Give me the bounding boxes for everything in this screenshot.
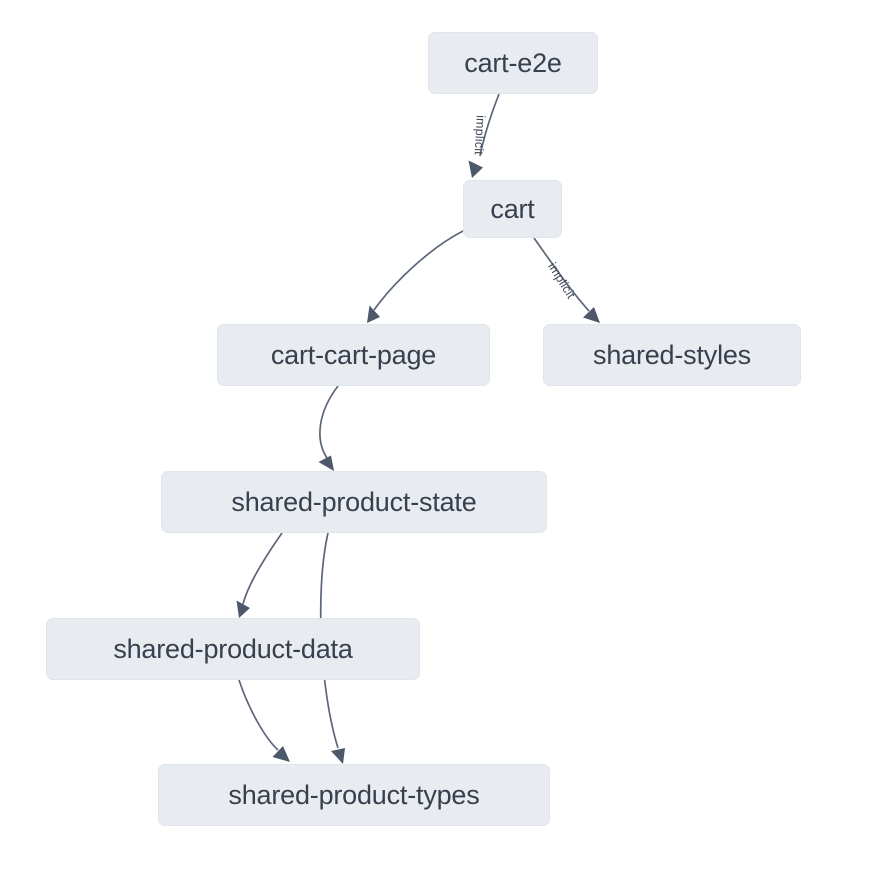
edge-path [533,237,590,312]
edge-path [238,679,279,751]
node-shared-product-types[interactable]: shared-product-types [158,764,550,826]
edge-shared-product-data-to-shared-product-types [238,679,290,762]
edge-shared-product-state-to-shared-product-data [236,532,283,618]
edge-label-implicit: implicit [545,260,578,301]
edge-path [479,93,500,157]
arrowhead-icon [331,748,345,764]
node-shared-styles[interactable]: shared-styles [543,324,801,386]
node-shared-product-state[interactable]: shared-product-state [161,471,547,533]
edge-path [242,532,283,605]
node-label: shared-styles [593,339,751,370]
edge-path [373,230,464,311]
edge-cart-to-cart-cart-page [367,230,464,323]
arrowhead-icon [272,746,290,762]
edge-cart-to-shared-styles: implicit [533,237,600,323]
edge-label-implicit: implicit [472,115,488,156]
node-label: cart-cart-page [270,339,437,370]
node-label: shared-product-state [231,486,477,517]
node-cart-cart-page[interactable]: cart-cart-page [217,324,490,386]
node-label: cart-e2e [464,47,562,78]
node-label: shared-product-types [228,779,480,810]
arrowhead-icon [367,305,380,323]
node-shared-product-data[interactable]: shared-product-data [46,618,420,680]
edge-cart-e2e-to-cart: implicit [468,93,500,178]
node-label: cart [490,193,535,224]
edge-path [319,385,339,459]
node-cart-e2e[interactable]: cart-e2e [428,32,598,94]
arrowhead-icon [318,455,334,471]
node-label: shared-product-data [113,633,353,664]
arrowhead-icon [583,307,600,323]
arrowhead-icon [236,600,250,618]
node-cart[interactable]: cart [463,180,562,238]
edge-cart-cart-page-to-shared-product-state [318,385,339,471]
arrowhead-icon [468,160,483,178]
